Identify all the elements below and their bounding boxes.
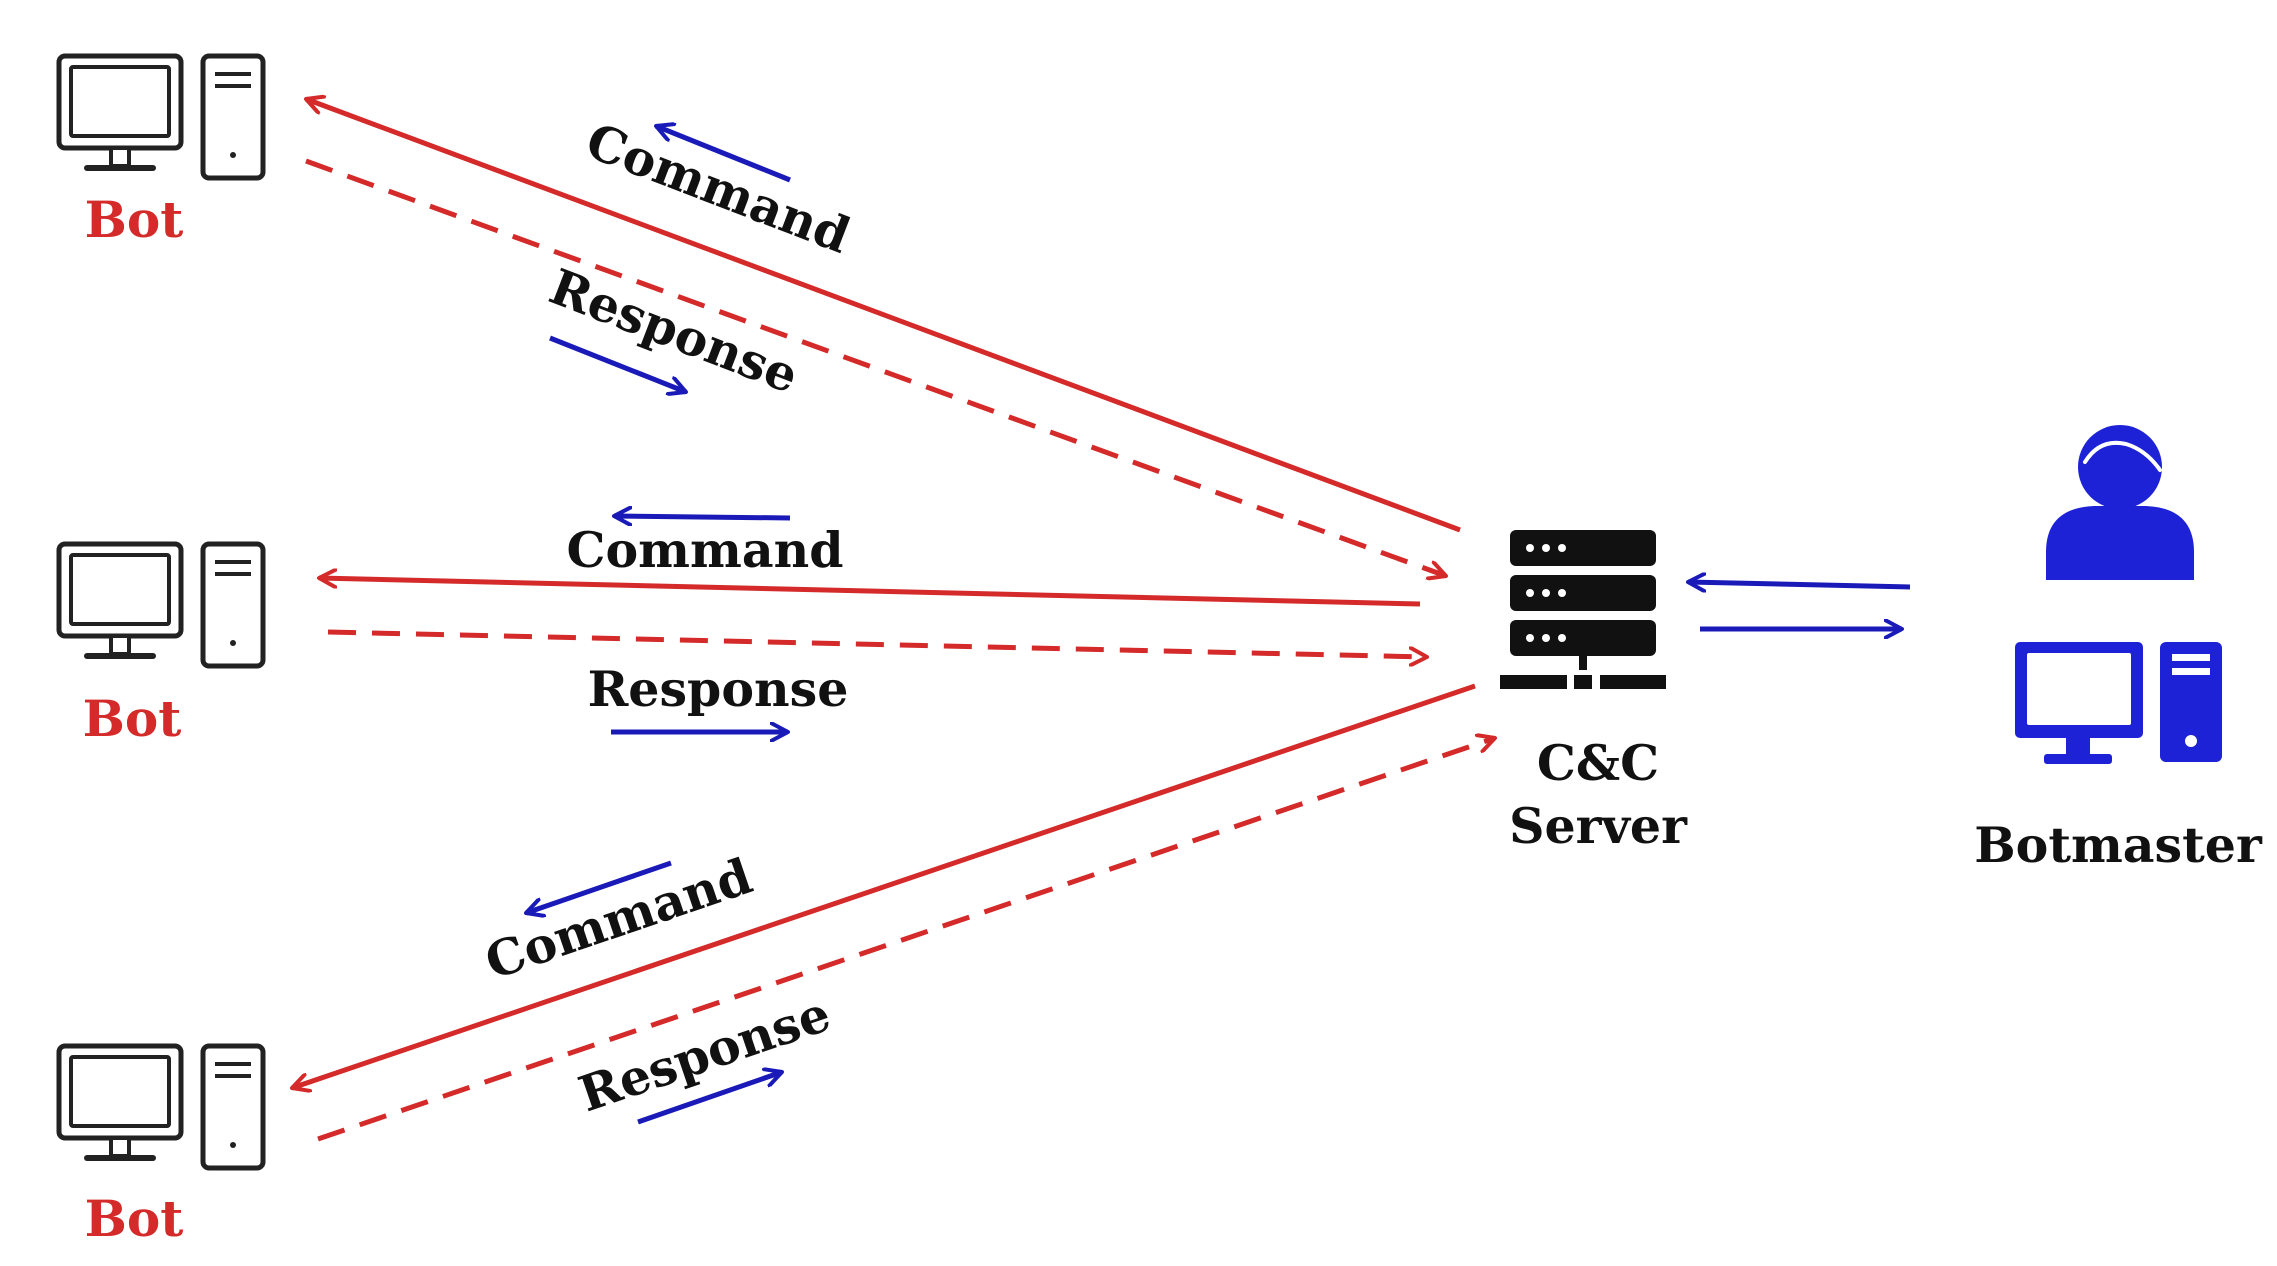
botmaster-label: Botmaster xyxy=(1974,816,2263,874)
server-rack-icon xyxy=(1500,530,1666,689)
desktop-computer-icon xyxy=(2015,642,2222,764)
desktop-computer-icon xyxy=(59,544,263,666)
arrow-left-icon xyxy=(656,126,791,183)
desktop-computer-icon xyxy=(59,1046,263,1168)
arrow-right-icon xyxy=(549,335,686,392)
server-label-line1: C&C xyxy=(1537,734,1659,792)
person-icon xyxy=(2046,425,2194,580)
cc-server-node: C&C Server xyxy=(1500,530,1688,855)
arrow-left-icon xyxy=(614,516,791,518)
botmaster-node: Botmaster xyxy=(1974,425,2263,874)
flow-arrows xyxy=(526,126,1911,1125)
arrow-left-icon xyxy=(526,860,672,913)
link-lines xyxy=(292,99,1495,1142)
arrow-right-icon xyxy=(637,1072,782,1125)
edge-labels: Command Response Command Response Comman… xyxy=(478,111,858,1123)
bot-label: Bot xyxy=(83,689,182,748)
bot-label: Bot xyxy=(85,190,184,249)
bot-label: Bot xyxy=(85,1189,184,1248)
bot-node-bottom: Bot xyxy=(59,1046,263,1248)
command-label: Command xyxy=(478,847,759,991)
arrow-left-icon xyxy=(1688,582,1911,587)
response-link-middle xyxy=(327,629,1427,657)
server-label-line2: Server xyxy=(1509,797,1688,855)
bot-node-middle: Bot xyxy=(59,544,263,748)
command-link-bottom xyxy=(292,683,1476,1088)
response-link-bottom xyxy=(317,738,1495,1142)
command-link-middle xyxy=(319,578,1421,607)
command-label: Command xyxy=(566,521,843,579)
command-link-top xyxy=(306,99,1461,533)
response-label: Response xyxy=(588,660,849,718)
bot-node-top: Bot xyxy=(59,56,263,249)
desktop-computer-icon xyxy=(59,56,263,178)
command-label: Command xyxy=(578,111,857,264)
response-link-top xyxy=(305,158,1446,576)
